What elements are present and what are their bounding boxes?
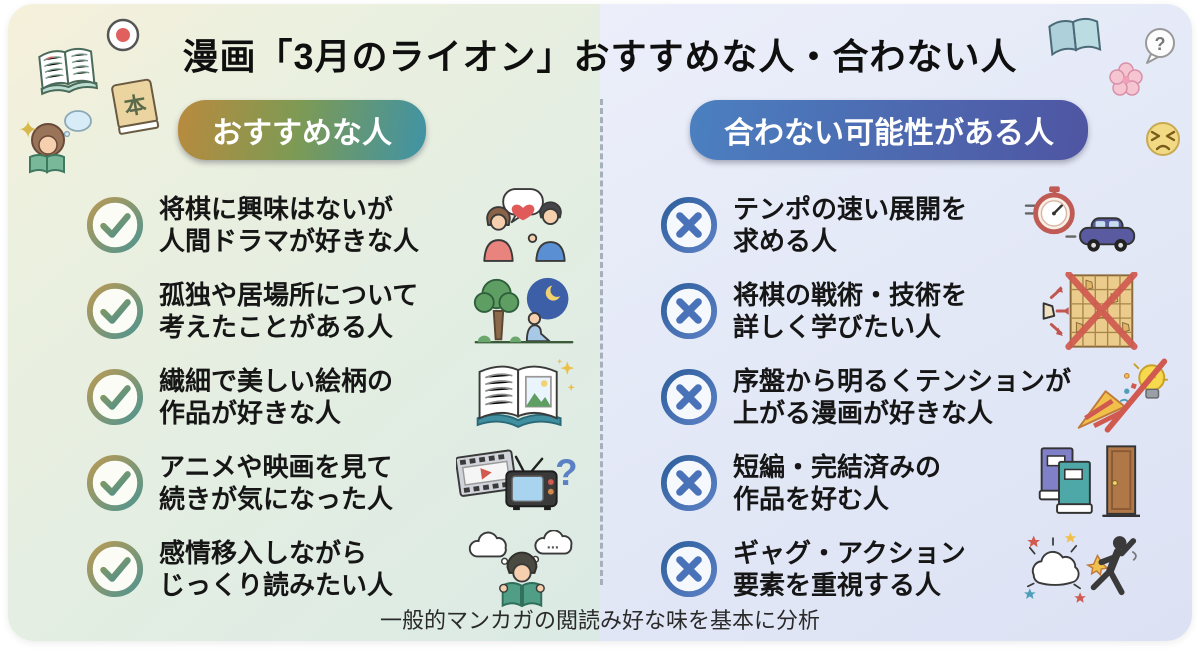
page-title: 漫画「3月のライオン」おすすめな人・合わない人: [182, 36, 1018, 77]
item-line: 作品が好きな人: [159, 398, 342, 428]
recommended-column: おすすめな人 将棋に興味はないが 人間ドラマが好きな人: [8, 100, 600, 612]
check-circle-icon: [86, 282, 144, 340]
item-line: テンポの速い展開を: [733, 194, 968, 224]
item-line: 要素を重視する人: [733, 570, 942, 600]
dashed-divider: [600, 99, 603, 585]
not-suited-item-5: ギャグ・アクション 要素を重視する人: [660, 526, 1140, 612]
item-line: ギャグ・アクション: [733, 538, 966, 568]
item-line: 詳しく学びたい人: [733, 312, 942, 342]
item-line: 求める人: [733, 226, 838, 256]
recommend-item-2: 孤独や居場所について 考えたことがある人: [86, 268, 576, 354]
item-text: 孤独や居場所について 考えたことがある人: [159, 279, 418, 343]
recommend-item-3: 繊細で美しい絵柄の 作品が好きな人: [86, 354, 576, 440]
cross-circle-icon: [660, 540, 718, 598]
shogi-board-crossed-icon: [1034, 272, 1140, 350]
check-circle-icon: [86, 540, 144, 598]
party-popper-crossed-icon: [1071, 358, 1171, 436]
not-suited-header-badge: 合わない可能性がある人: [690, 100, 1088, 160]
item-text: 感情移入しながら じっくり読みたい人: [159, 537, 393, 601]
item-text: 短編・完結済みの 作品を好む人: [733, 451, 941, 515]
item-line: 将棋の戦術・技術を: [733, 280, 968, 310]
item-line: 続きが気になった人: [159, 484, 394, 514]
check-circle-icon: [86, 454, 144, 512]
item-text: ギャグ・アクション 要素を重視する人: [733, 537, 966, 601]
dots-glyph: ...: [547, 537, 559, 553]
item-text: アニメや映画を見て 続きが気になった人: [159, 451, 393, 515]
item-line: 繊細で美しい絵柄の: [159, 366, 394, 396]
not-suited-item-3: 序盤から明るくテンションが 上がる漫画が好きな人: [660, 354, 1169, 440]
item-text: 繊細で美しい絵柄の 作品が好きな人: [159, 365, 393, 429]
item-line: 作品を好む人: [733, 484, 890, 514]
tree-night-person-icon: [472, 272, 576, 350]
stopwatch-car-icon: [1024, 186, 1140, 264]
not-suited-item-4: 短編・完結済みの 作品を好む人: [660, 440, 1140, 526]
recommended-header-badge: おすすめな人: [178, 100, 426, 160]
footer-note: 一般的マンカガの閲読み好な味を基本に分析: [379, 608, 820, 633]
item-text: 将棋に興味はないが 人間ドラマが好きな人: [159, 193, 419, 257]
check-circle-icon: [86, 196, 144, 254]
film-tv-question-icon: ?: [456, 444, 576, 522]
recommend-item-4: アニメや映画を見て 続きが気になった人: [86, 440, 576, 526]
item-line: 孤独や居場所について: [159, 280, 419, 310]
item-line: 将棋に興味はないが: [159, 194, 394, 224]
couple-talking-heart-icon: [472, 186, 576, 264]
item-line: 序盤から明るくテンションが: [733, 366, 1072, 396]
cross-circle-icon: [660, 196, 718, 254]
item-text: テンポの速い展開を 求める人: [733, 193, 967, 257]
item-line: じっくり読みたい人: [159, 570, 394, 600]
item-text: 将棋の戦術・技術を 詳しく学びたい人: [733, 279, 967, 343]
not-suited-column: 合わない可能性がある人 テンポの速い展開を 求める人: [608, 100, 1192, 612]
item-line: 人間ドラマが好きな人: [159, 226, 420, 256]
item-line: 感情移入しながら: [159, 538, 368, 568]
cross-circle-icon: [660, 454, 718, 512]
cross-circle-icon: [660, 282, 718, 340]
item-line: 短編・完結済みの: [733, 452, 942, 482]
reading-thinking-icon: ...: [466, 530, 576, 608]
infographic-card: 漫画「3月のライオン」おすすめな人・合わない人 おすすめな人 将棋に興味はないが…: [8, 4, 1192, 641]
action-explosion-icon: [1024, 530, 1140, 608]
open-book-sparkle-icon: [468, 358, 576, 436]
books-door-icon: [1032, 444, 1140, 522]
not-suited-item-1: テンポの速い展開を 求める人: [660, 182, 1140, 268]
item-line: 考えたことがある人: [159, 312, 394, 342]
question-glyph: ?: [555, 452, 576, 493]
cross-circle-icon: [660, 368, 718, 426]
recommend-item-5: 感情移入しながら じっくり読みたい人 ...: [86, 526, 576, 612]
item-line: アニメや映画を見て: [159, 452, 393, 482]
item-line: 上がる漫画が好きな人: [733, 398, 994, 428]
recommend-item-1: 将棋に興味はないが 人間ドラマが好きな人: [86, 182, 576, 268]
check-circle-icon: [86, 368, 144, 426]
item-text: 序盤から明るくテンションが 上がる漫画が好きな人: [733, 365, 1071, 429]
not-suited-item-2: 将棋の戦術・技術を 詳しく学びたい人: [660, 268, 1140, 354]
